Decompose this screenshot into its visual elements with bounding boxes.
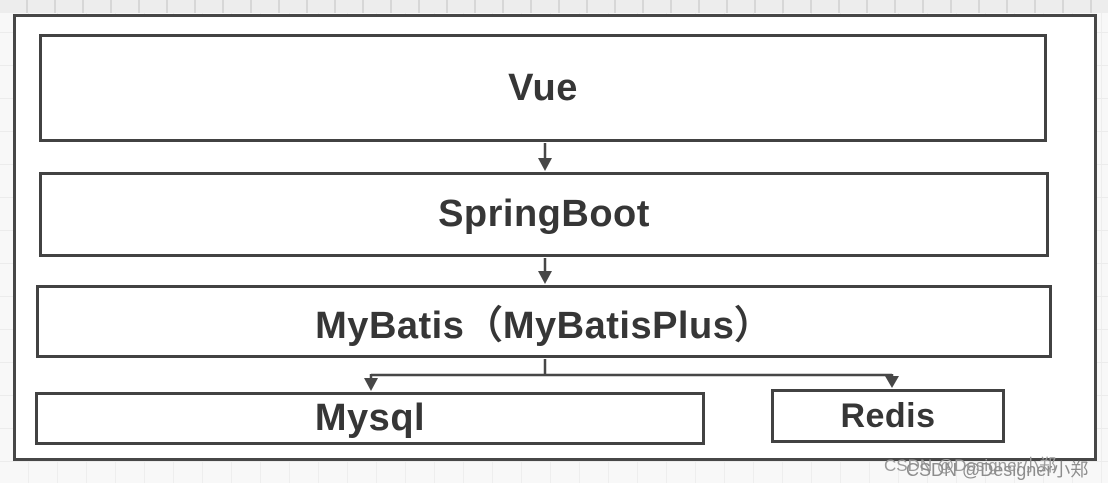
node-redis-label: Redis: [840, 396, 936, 435]
background-grid-strip: [0, 0, 1108, 13]
node-mysql: Mysql: [35, 392, 705, 445]
node-vue: Vue: [39, 34, 1047, 142]
csdn-watermark: CSDN @Designer小郑: [884, 456, 1057, 475]
node-mybatis: MyBatis（MyBatisPlus）: [36, 285, 1052, 358]
node-redis: Redis: [771, 389, 1005, 443]
node-springboot: SpringBoot: [39, 172, 1049, 257]
node-springboot-label: SpringBoot: [438, 193, 650, 235]
node-mysql-label: Mysql: [314, 397, 426, 439]
node-vue-label: Vue: [508, 66, 578, 109]
csdn-watermark-ghost: CSDN @Designer小郑: [906, 460, 1089, 480]
node-mybatis-label: MyBatis（MyBatisPlus）: [315, 305, 773, 347]
